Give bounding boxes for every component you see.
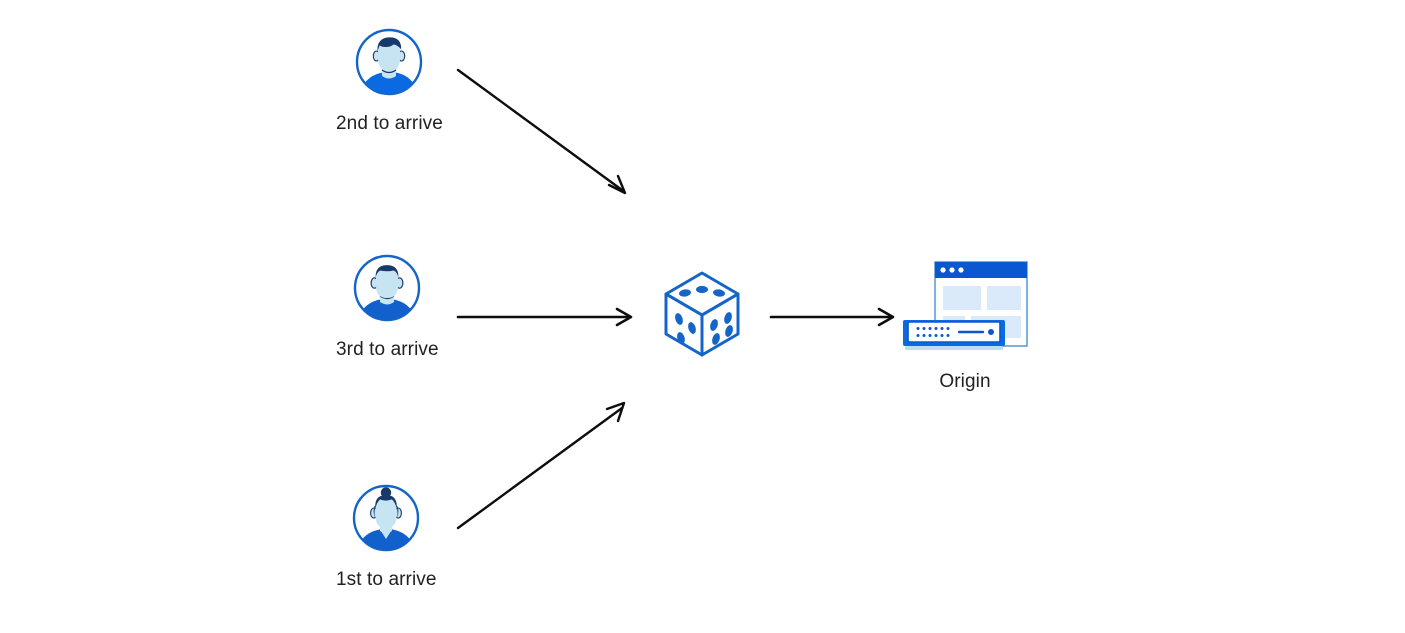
- node-user-1st[interactable]: 1st to arrive: [336, 482, 437, 589]
- node-label-user-2nd: 2nd to arrive: [336, 113, 443, 134]
- user-avatar-icon: [351, 252, 423, 324]
- node-user-3rd[interactable]: 3rd to arrive: [336, 252, 439, 359]
- origin-server-icon: [899, 258, 1031, 358]
- node-origin[interactable]: Origin: [899, 258, 1031, 391]
- arrow-1st-to-dice: [456, 401, 626, 530]
- arrow-dice-to-origin: [769, 307, 895, 327]
- dice-cube-icon: [659, 268, 745, 360]
- user-avatar-icon: [350, 482, 422, 554]
- arrow-3rd-to-dice: [456, 307, 633, 327]
- user-avatar-icon: [353, 26, 425, 98]
- node-label-user-3rd: 3rd to arrive: [336, 339, 439, 360]
- node-label-origin: Origin: [939, 371, 991, 392]
- arrow-2nd-to-dice: [456, 68, 627, 195]
- router-device-icon: [903, 320, 1005, 350]
- node-label-user-1st: 1st to arrive: [336, 569, 437, 590]
- node-user-2nd[interactable]: 2nd to arrive: [336, 26, 443, 133]
- node-dice[interactable]: [659, 268, 745, 360]
